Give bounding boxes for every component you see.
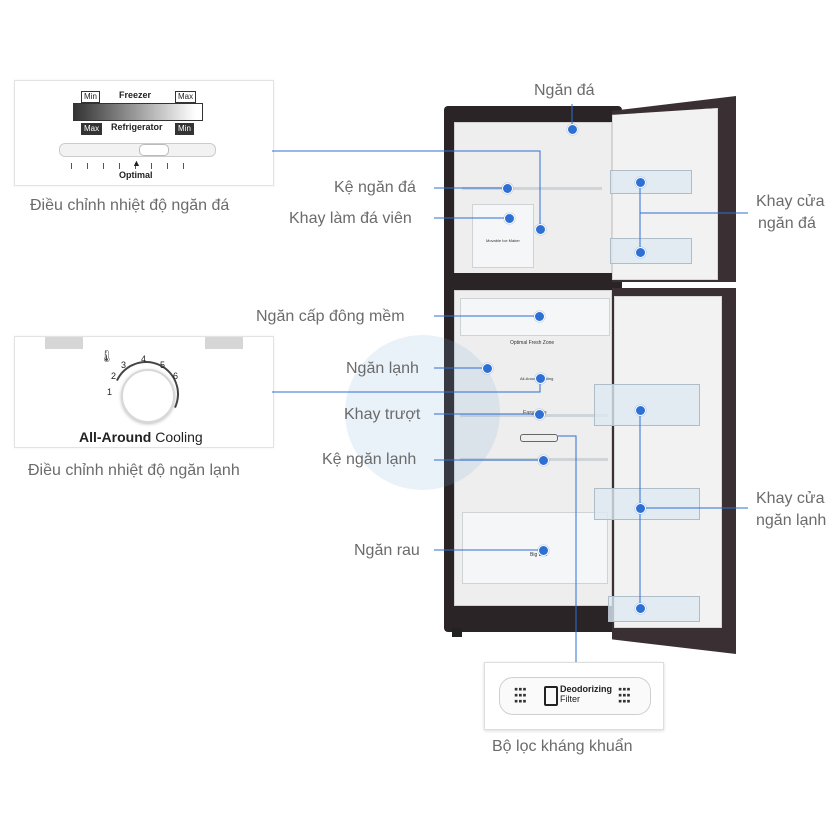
soft-freeze-drawer bbox=[460, 298, 610, 336]
fridge-door-tray-3 bbox=[608, 596, 700, 622]
dot-ke-ngan-da bbox=[502, 183, 513, 194]
filter-text-line1: Deodorizing bbox=[560, 684, 612, 694]
fridge-control-panel: 🌡 1 2 3 4 5 6 All-Around Cooling bbox=[14, 336, 274, 448]
title-bold: All-Around bbox=[79, 429, 152, 445]
label-ke-ngan-lanh: Kệ ngăn lạnh bbox=[322, 451, 417, 468]
filter-vent-left: ▪▪▪▪▪▪▪▪▪ bbox=[514, 685, 527, 705]
label-khay-lam-da: Khay làm đá viên bbox=[289, 210, 412, 227]
label-ngan-cap-dong-mem: Ngăn cấp đông mềm bbox=[256, 308, 405, 325]
panel-slot-right bbox=[205, 337, 243, 349]
refrigerator-max-tag: Max bbox=[81, 123, 103, 135]
dot-fridge-door-tray-3 bbox=[635, 603, 646, 614]
label-ngan-rau: Ngăn rau bbox=[354, 542, 420, 559]
slider-knob[interactable] bbox=[139, 144, 169, 156]
dot-ngan-rau bbox=[538, 545, 549, 556]
label-ngan-da: Ngăn đá bbox=[534, 82, 595, 99]
ice-maker-label: Movable Ice Maker bbox=[486, 238, 520, 243]
dial-number-5: 5 bbox=[160, 360, 166, 370]
dot-fridge-door-tray-2 bbox=[635, 503, 646, 514]
all-around-cooling-title: All-Around Cooling bbox=[79, 429, 203, 445]
compartment-divider bbox=[448, 273, 618, 287]
slider-ticks bbox=[71, 163, 199, 169]
fridge-control-caption: Điều chỉnh nhiệt độ ngăn lạnh bbox=[28, 462, 240, 479]
deodorizing-filter-small bbox=[520, 434, 558, 442]
dot-fridge-door-tray-1 bbox=[635, 405, 646, 416]
dial-number-6: 6 bbox=[173, 371, 179, 381]
refrigerator-label: Refrigerator bbox=[111, 122, 163, 132]
slider-track bbox=[59, 143, 216, 157]
optimal-label: Optimal bbox=[119, 170, 153, 180]
label-ngan-lanh: Ngăn lạnh bbox=[346, 360, 419, 377]
filter-vent-right: ▪▪▪▪▪▪▪▪▪ bbox=[618, 685, 631, 705]
fridge-door-tray-2 bbox=[594, 488, 700, 520]
refrigerator-min-tag: Min bbox=[175, 123, 194, 135]
dot-ke-ngan-lanh bbox=[538, 455, 549, 466]
dot-khay-lam-da bbox=[504, 213, 515, 224]
freezer-min-tag: Min bbox=[81, 91, 100, 103]
freezer-label: Freezer bbox=[119, 90, 152, 100]
freezer-max-tag: Max bbox=[175, 91, 197, 103]
dot-khay-truot bbox=[534, 409, 545, 420]
freezer-door-tray-top bbox=[610, 170, 692, 194]
fridge-door-tray-1 bbox=[594, 384, 700, 426]
filter-text: Deodorizing Filter bbox=[560, 684, 612, 704]
left-foot bbox=[452, 628, 462, 637]
dial-number-3: 3 bbox=[121, 360, 127, 370]
dot-freezer-door-tray-1 bbox=[635, 177, 646, 188]
deodorizing-filter-panel: ▪▪▪▪▪▪▪▪▪ Deodorizing Filter ▪▪▪▪▪▪▪▪▪ bbox=[484, 662, 664, 730]
dot-ngan-da bbox=[567, 124, 578, 135]
ice-maker-tray bbox=[472, 204, 534, 268]
optimal-fresh-zone-label: Optimal Fresh Zone bbox=[510, 340, 555, 346]
freezer-shelf bbox=[462, 187, 602, 190]
dot-ngan-lanh bbox=[482, 363, 493, 374]
temperature-dial[interactable] bbox=[121, 369, 175, 423]
dial-number-1: 1 bbox=[107, 387, 113, 397]
dot-freezer-door-tray-2 bbox=[635, 247, 646, 258]
dial-number-2: 2 bbox=[111, 371, 117, 381]
thermometer-icon: 🌡 bbox=[99, 349, 115, 363]
freezer-control-panel: Min Freezer Max Max Refrigerator Min ▲ O… bbox=[14, 80, 274, 186]
temperature-gradient-bar bbox=[73, 103, 203, 121]
optimal-arrow-icon: ▲ bbox=[132, 158, 141, 168]
label-khay-cua-ngan-lanh-2: ngăn lạnh bbox=[756, 512, 827, 529]
dot-fridge-control bbox=[535, 373, 546, 384]
label-khay-cua-ngan-da-1: Khay cửa bbox=[756, 193, 825, 210]
label-khay-cua-ngan-da-2: ngăn đá bbox=[758, 215, 816, 232]
big-box-label: Big Box bbox=[530, 552, 548, 558]
label-khay-cua-ngan-lanh-1: Khay cửa bbox=[756, 490, 825, 507]
title-rest: Cooling bbox=[151, 429, 203, 445]
label-khay-truot: Khay trượt bbox=[344, 406, 421, 423]
dot-freezer-control bbox=[535, 224, 546, 235]
filter-text-line2: Filter bbox=[560, 694, 580, 704]
panel-slot-left bbox=[45, 337, 83, 349]
vegetable-drawer bbox=[462, 512, 608, 584]
freezer-control-caption: Điều chỉnh nhiệt độ ngăn đá bbox=[30, 197, 230, 214]
dial-number-4: 4 bbox=[141, 354, 147, 364]
dot-soft-freeze bbox=[534, 311, 545, 322]
freezer-door-tray-bottom bbox=[610, 238, 692, 264]
filter-cartridge: ▪▪▪▪▪▪▪▪▪ Deodorizing Filter ▪▪▪▪▪▪▪▪▪ bbox=[499, 677, 651, 715]
watermark-logo bbox=[345, 335, 500, 490]
filter-icon bbox=[544, 686, 558, 706]
fridge-door-inner bbox=[614, 296, 722, 628]
label-ke-ngan-da: Kệ ngăn đá bbox=[334, 179, 416, 196]
label-bo-loc: Bộ lọc kháng khuẩn bbox=[492, 738, 633, 755]
